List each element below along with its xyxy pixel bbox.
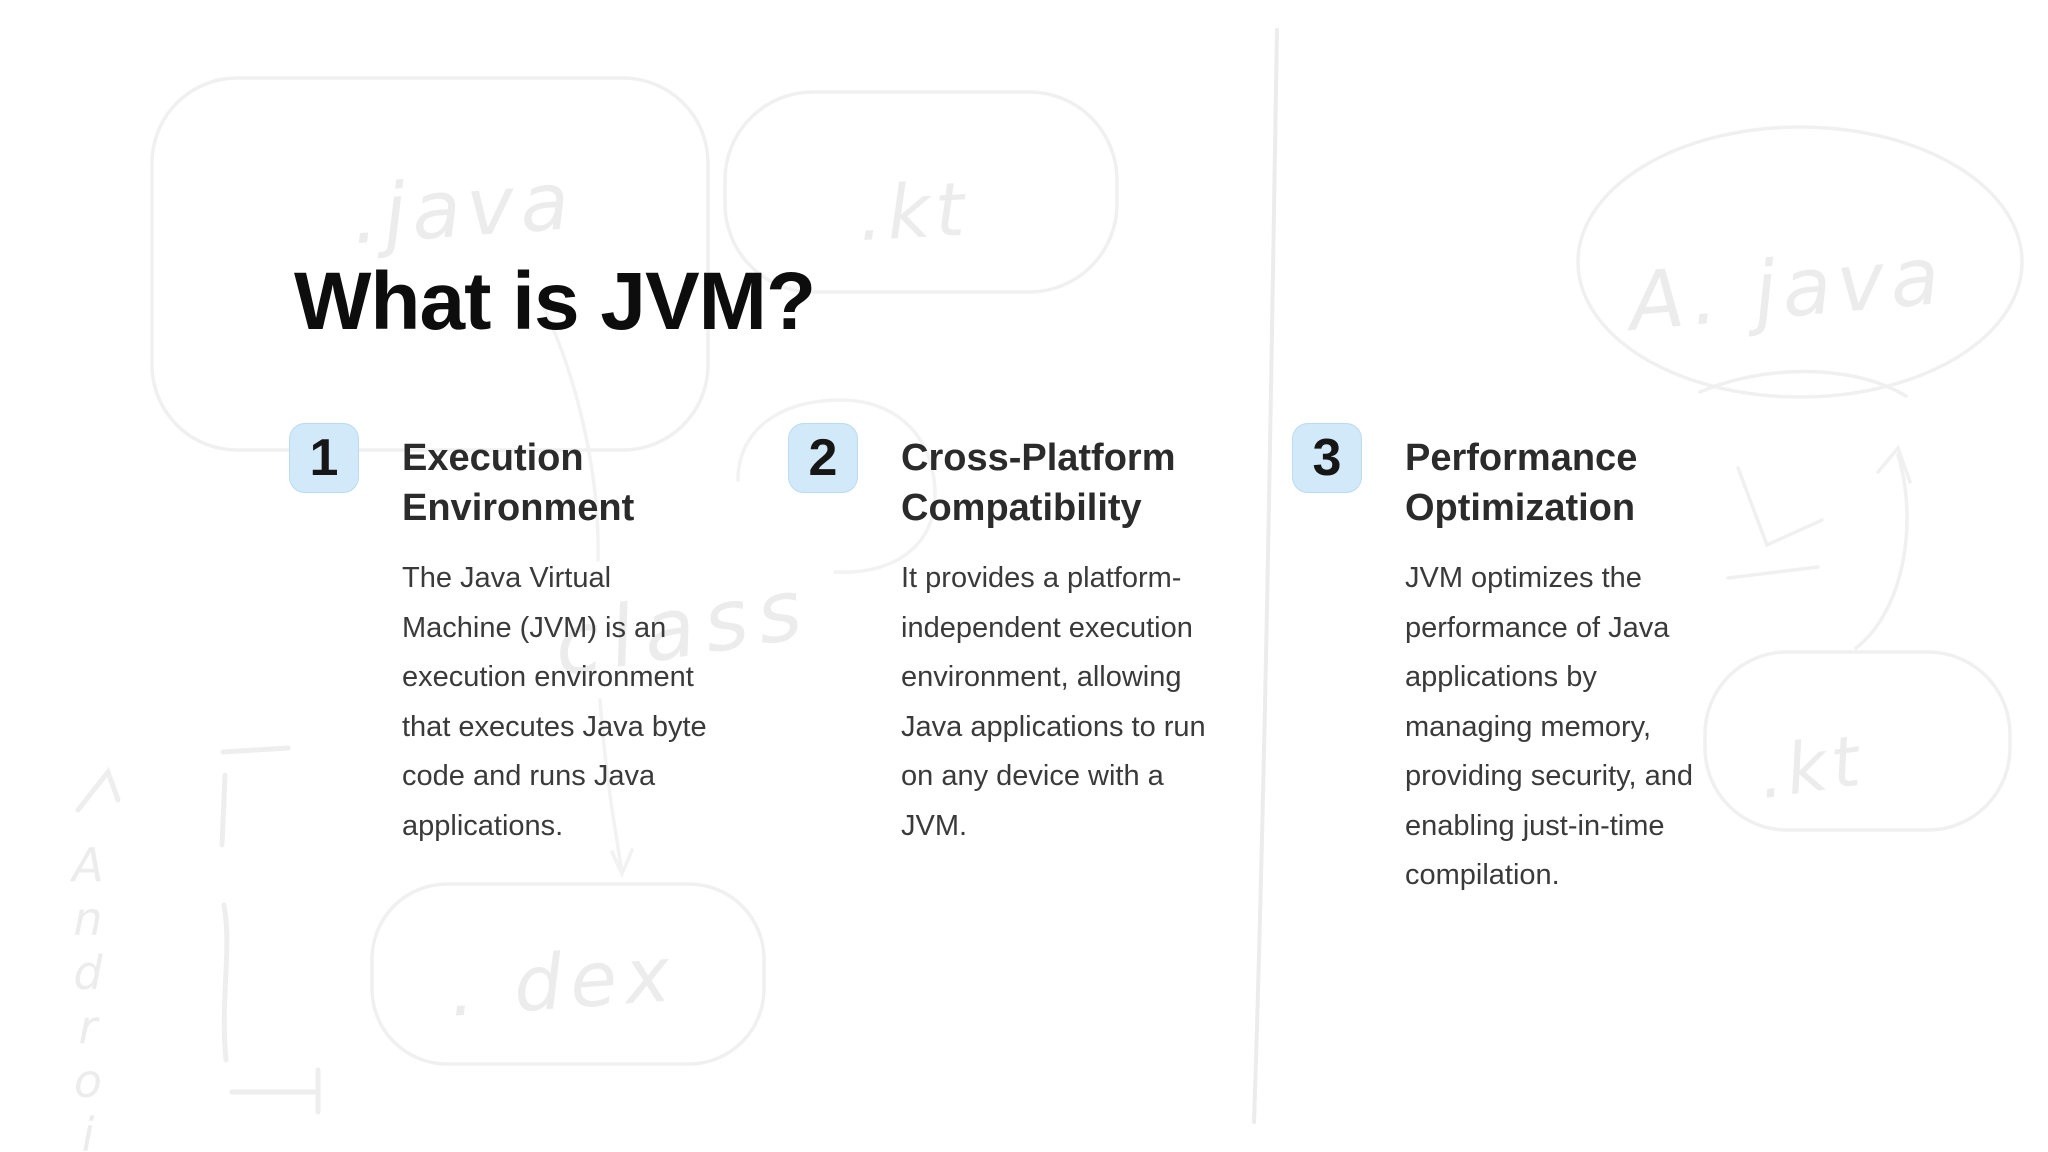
sketch-a-java-oval — [1576, 125, 2024, 399]
point-heading-1: Execution Environment — [402, 437, 635, 529]
point-body-2: It provides a platform- independent exec… — [901, 562, 1206, 842]
sketch-label-java: .java — [349, 154, 578, 262]
sketch-bottom-left-marks — [75, 745, 321, 1115]
point-content-1: Execution Environment The Java Virtual M… — [402, 433, 774, 851]
point-item-3: 3 Performance Optimization JVM optimizes… — [1292, 423, 1772, 963]
point-heading-3: Performance Optimization — [1405, 437, 1638, 529]
point-body-1: The Java Virtual Machine (JVM) is an exe… — [402, 562, 707, 842]
sketch-label-a-java: A. java — [1620, 229, 1949, 350]
point-number-badge-3: 3 — [1292, 423, 1362, 493]
point-number-badge-2: 2 — [788, 423, 858, 493]
sketch-label-kt-top: .kt — [856, 166, 971, 258]
point-content-3: Performance Optimization JVM optimizes t… — [1405, 433, 1777, 901]
page-title: What is JVM? — [294, 256, 816, 347]
sketch-label-android-vertical: Android — [61, 838, 115, 1152]
point-heading-2: Cross-Platform Compatibility — [901, 437, 1176, 529]
point-body-3: JVM optimizes the performance of Java ap… — [1405, 562, 1694, 891]
point-content-2: Cross-Platform Compatibility It provides… — [901, 433, 1273, 851]
point-number-badge-1: 1 — [289, 423, 359, 493]
point-item-2: 2 Cross-Platform Compatibility It provid… — [788, 423, 1268, 963]
point-item-1: 1 Execution Environment The Java Virtual… — [289, 423, 769, 963]
